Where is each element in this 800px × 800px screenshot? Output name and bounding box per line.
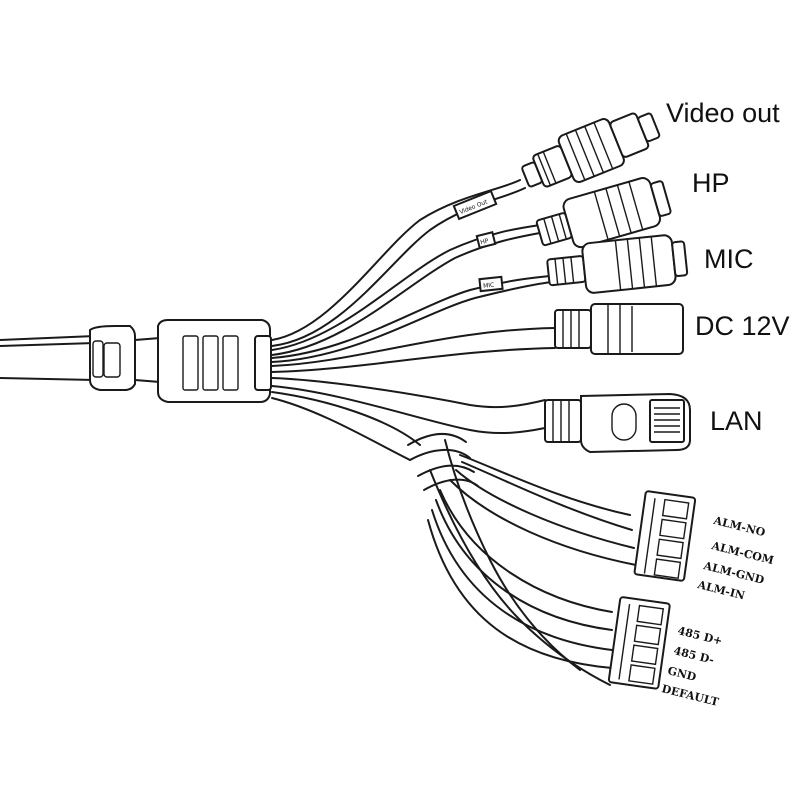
label-gnd: GND xyxy=(666,664,698,684)
video-out-bnc-connector xyxy=(521,112,661,188)
lan-rj45-connector xyxy=(544,392,691,454)
label-dc-12v: DC 12V xyxy=(695,311,790,341)
alarm-terminal-block xyxy=(633,490,697,582)
cable-collar xyxy=(89,325,161,391)
hp-audio-connector xyxy=(535,177,672,249)
mic-audio-connector xyxy=(546,234,689,294)
label-lan: LAN xyxy=(710,406,763,436)
main-cable xyxy=(0,335,96,381)
dc-power-connector xyxy=(554,303,684,355)
label-alm-no: ALM-NO xyxy=(711,514,767,540)
label-mic: MIC xyxy=(704,244,754,274)
hp-tag: HP xyxy=(480,237,490,246)
mic-tag: MIC xyxy=(483,282,495,290)
label-485-d-plus: 485 D+ xyxy=(676,624,723,648)
wire-tags: Video Out HP MIC xyxy=(452,189,504,293)
label-video-out: Video out xyxy=(666,98,780,128)
wire-bundle xyxy=(271,179,637,686)
splitter-body xyxy=(157,319,272,403)
label-hp: HP xyxy=(692,168,730,198)
label-485-d-minus: 485 D- xyxy=(672,644,715,667)
rs485-terminal-block xyxy=(607,596,671,690)
label-alm-in: ALM-IN xyxy=(695,578,746,603)
label-default: DEFAULT xyxy=(660,682,720,709)
